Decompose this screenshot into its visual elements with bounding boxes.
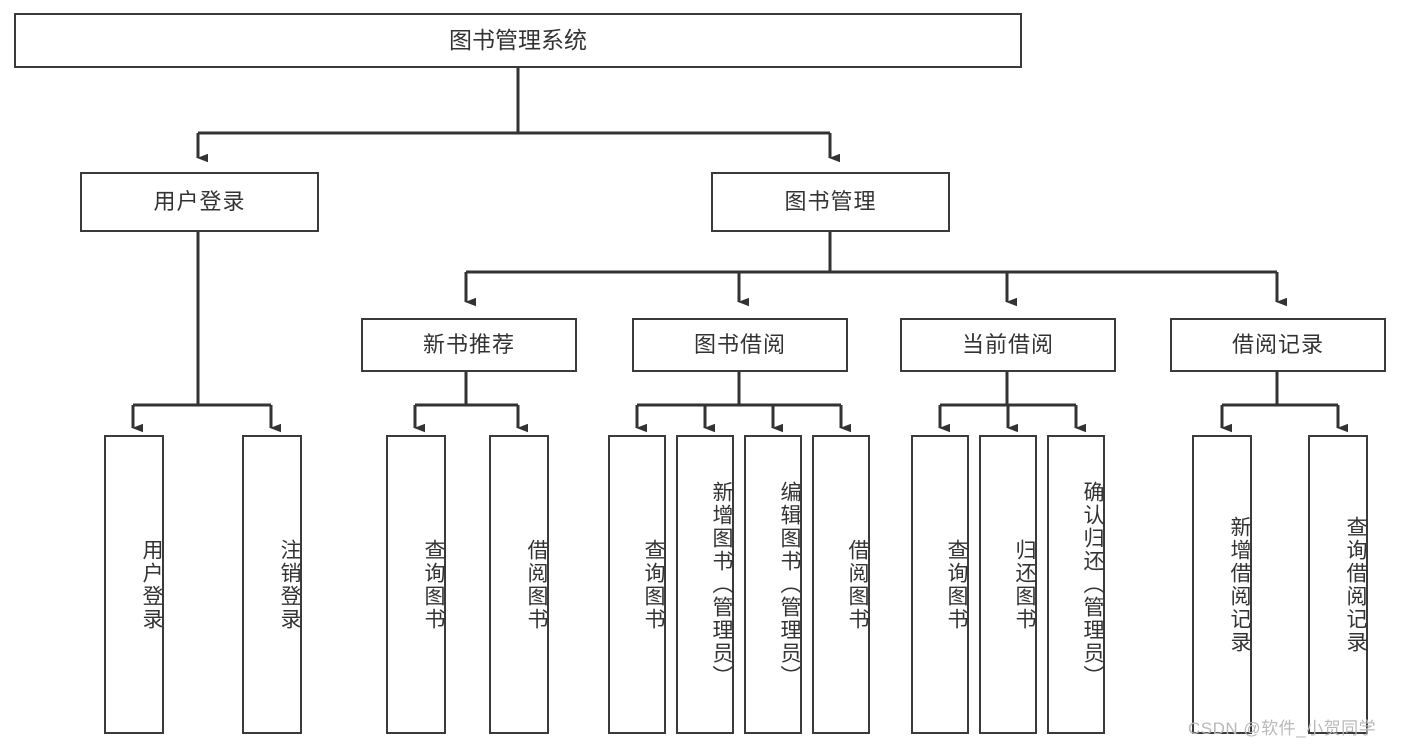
leaf-label: 新增借阅记录 bbox=[1228, 515, 1251, 654]
leaf-label: 归还图书 bbox=[1013, 538, 1036, 631]
leaf-query-borrow-record[interactable]: 查询借阅记录 bbox=[1308, 435, 1368, 734]
leaf-user-login[interactable]: 用户登录 bbox=[104, 435, 164, 734]
node-book-management[interactable]: 图书管理 bbox=[711, 172, 950, 232]
leaf-query-book-newbook[interactable]: 查询图书 bbox=[386, 435, 446, 734]
leaf-confirm-return-admin[interactable]: 确认归还（管理员） bbox=[1047, 435, 1105, 734]
leaf-label: 注销登录 bbox=[278, 538, 301, 631]
node-root-system[interactable]: 图书管理系统 bbox=[14, 13, 1022, 68]
leaf-label: 查询图书 bbox=[945, 538, 968, 631]
leaf-label: 新增图书（管理员） bbox=[710, 481, 733, 688]
leaf-label: 查询借阅记录 bbox=[1344, 515, 1367, 654]
leaf-label: 用户登录 bbox=[140, 538, 163, 631]
leaf-label: 编辑图书（管理员） bbox=[778, 481, 801, 688]
leaf-borrow-book-newbook[interactable]: 借阅图书 bbox=[489, 435, 549, 734]
leaf-edit-book-admin[interactable]: 编辑图书（管理员） bbox=[744, 435, 802, 734]
leaf-label: 查询图书 bbox=[642, 538, 665, 631]
leaf-label: 借阅图书 bbox=[525, 538, 548, 631]
leaf-label: 确认归还（管理员） bbox=[1081, 481, 1104, 688]
leaf-query-book-current[interactable]: 查询图书 bbox=[911, 435, 969, 734]
leaf-logout[interactable]: 注销登录 bbox=[242, 435, 302, 734]
node-borrow-records[interactable]: 借阅记录 bbox=[1170, 318, 1386, 372]
leaf-add-book-admin[interactable]: 新增图书（管理员） bbox=[676, 435, 734, 734]
leaf-label: 借阅图书 bbox=[846, 538, 869, 631]
node-user-login[interactable]: 用户登录 bbox=[80, 172, 319, 232]
csdn-watermark: CSDN @软件_小贺同学 bbox=[1188, 719, 1377, 738]
leaf-add-borrow-record[interactable]: 新增借阅记录 bbox=[1192, 435, 1252, 734]
node-book-borrow[interactable]: 图书借阅 bbox=[632, 318, 848, 372]
node-new-book-recommend[interactable]: 新书推荐 bbox=[361, 318, 577, 372]
leaf-return-book[interactable]: 归还图书 bbox=[979, 435, 1037, 734]
leaf-query-book-borrow[interactable]: 查询图书 bbox=[608, 435, 666, 734]
node-current-borrow[interactable]: 当前借阅 bbox=[900, 318, 1116, 372]
leaf-label: 查询图书 bbox=[422, 538, 445, 631]
leaf-borrow-book-borrow[interactable]: 借阅图书 bbox=[812, 435, 870, 734]
